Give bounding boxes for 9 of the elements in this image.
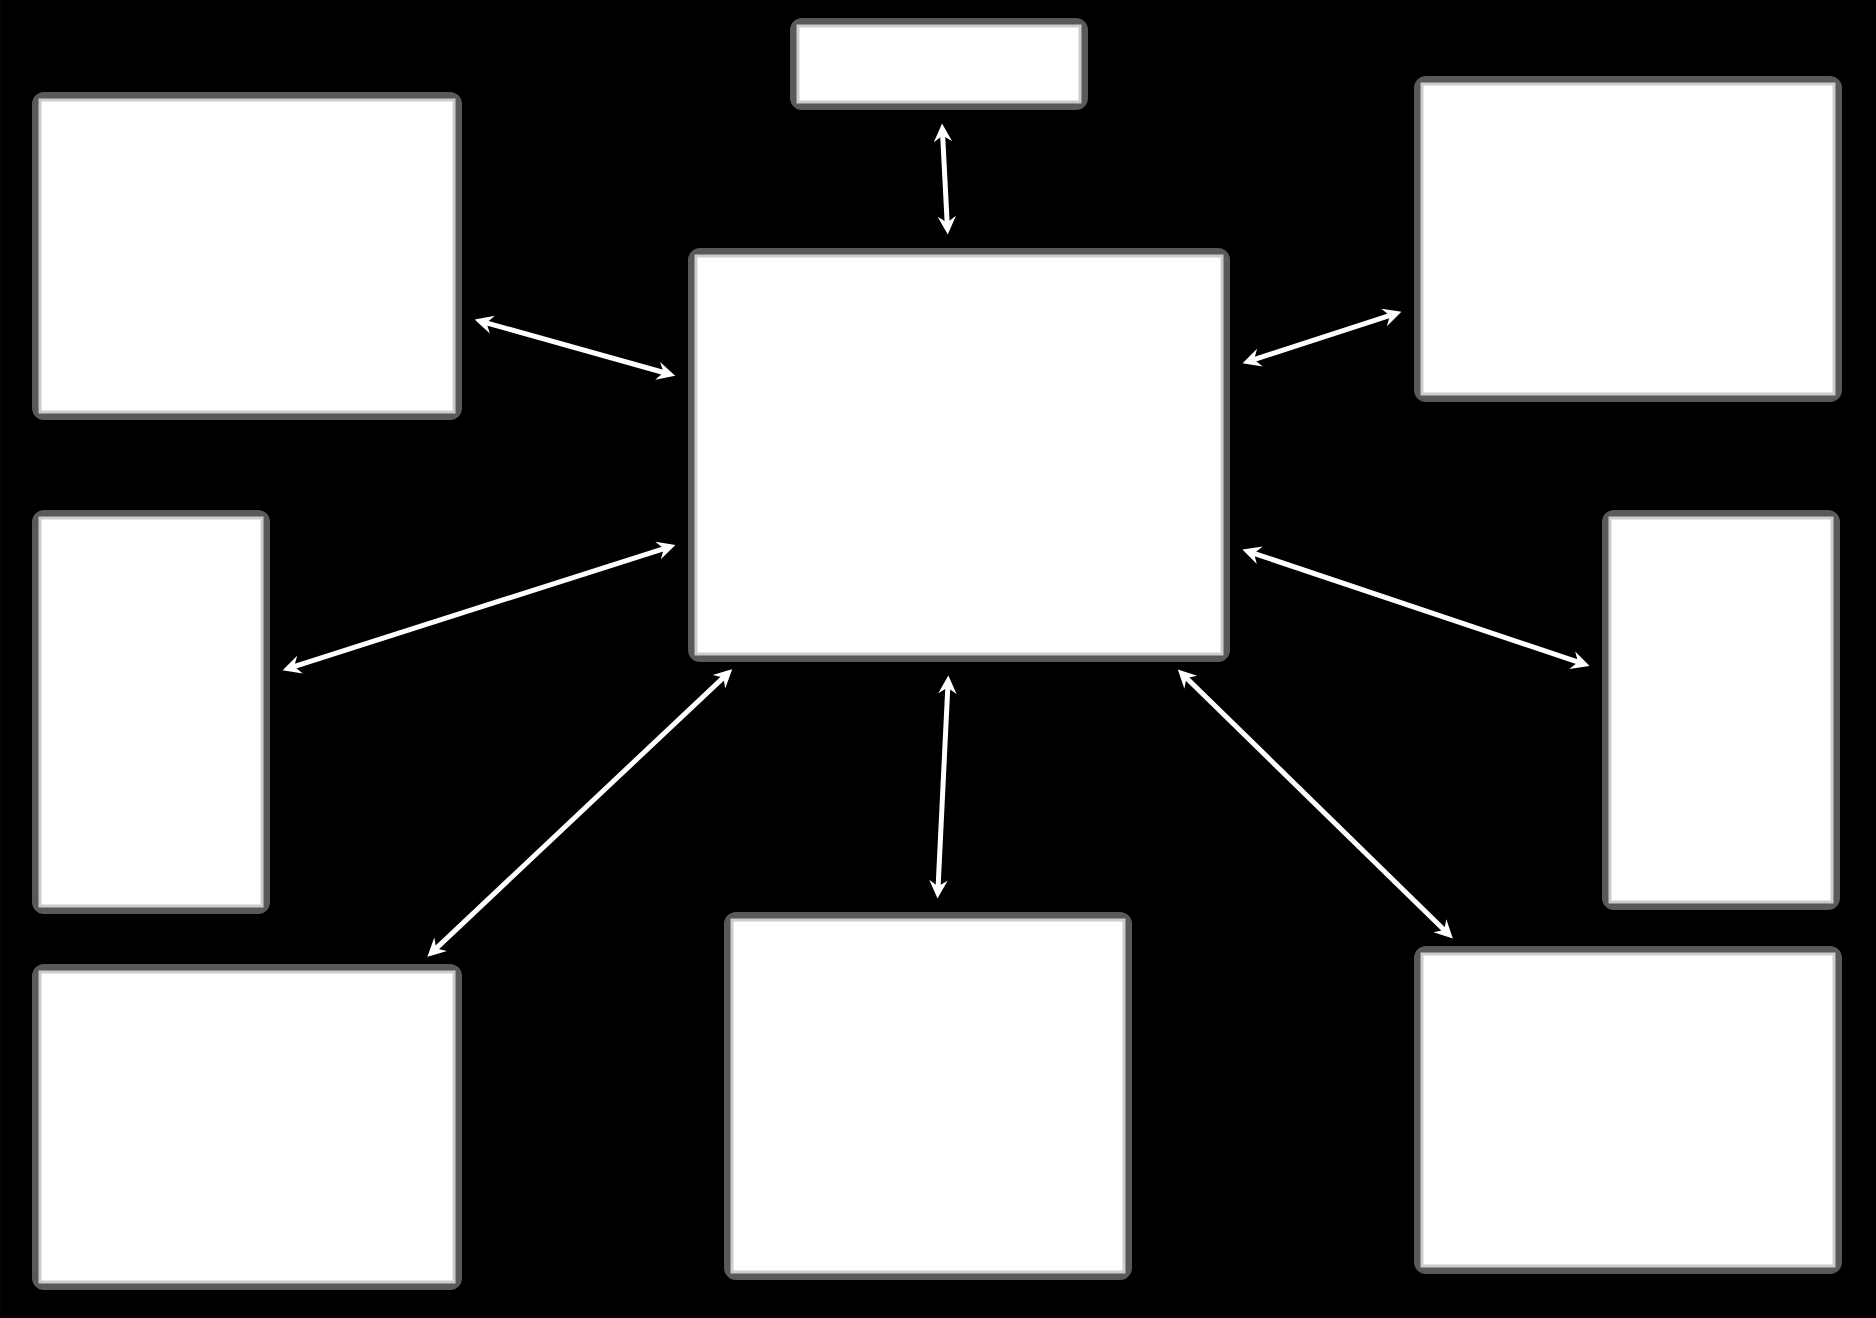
box	[1602, 510, 1840, 910]
box	[688, 248, 1230, 662]
box	[32, 92, 462, 420]
box	[32, 963, 462, 1290]
box	[1414, 76, 1842, 402]
box	[32, 510, 270, 914]
box	[1414, 946, 1842, 1274]
box	[790, 18, 1088, 110]
box	[724, 912, 1132, 1280]
